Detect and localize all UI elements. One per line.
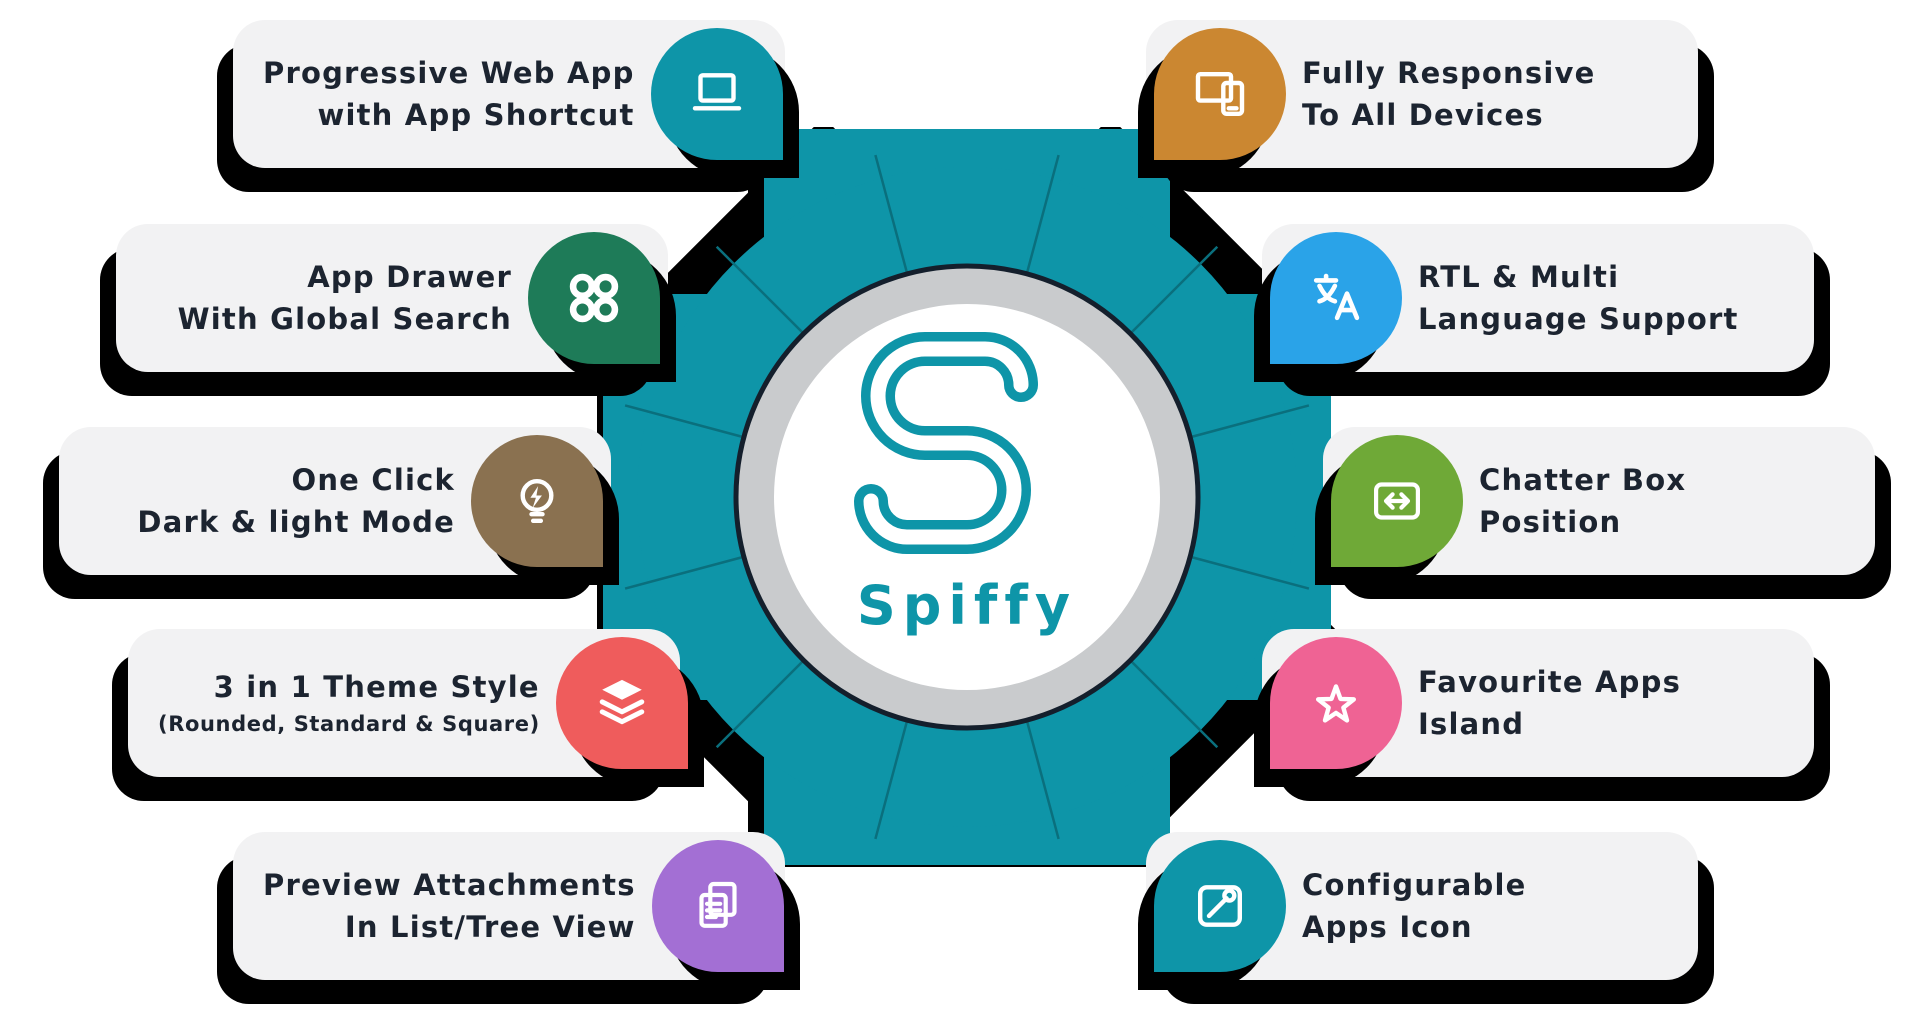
feature-card-progressive-web-app: Progressive Web App with App Shortcut (233, 20, 785, 168)
laptop-icon (692, 73, 741, 111)
feature-text: Configurable Apps Icon (1286, 867, 1698, 945)
feature-card-fully-responsive: Fully Responsive To All Devices (1146, 20, 1698, 168)
translate-icon (1313, 273, 1360, 321)
feature-line1: Fully Responsive (1302, 56, 1596, 91)
feature-line1: Configurable (1302, 868, 1527, 903)
pwa-leaf-badge (650, 28, 783, 160)
lightbulb-bolt-icon (520, 479, 554, 523)
feature-line2: Island (1418, 706, 1525, 741)
dark-light-leaf-badge (471, 435, 603, 567)
feature-line1: Preview Attachments (263, 868, 636, 903)
hub-graphic: Spiffy (587, 117, 1347, 883)
feature-card-chatter-position: Chatter Box Position (1323, 427, 1875, 575)
feature-card-app-drawer: App Drawer With Global Search (116, 224, 668, 372)
star-icon (1315, 684, 1357, 723)
feature-text: App Drawer With Global Search (116, 259, 528, 337)
responsive-leaf-badge (1154, 28, 1286, 160)
feature-text: Preview Attachments In List/Tree View (233, 867, 652, 945)
chatter-position-icon (1374, 482, 1420, 520)
attachments-leaf-badge (651, 840, 784, 972)
feature-line2: Position (1479, 504, 1622, 539)
favourite-leaf-badge (1270, 637, 1402, 769)
feature-line2: With Global Search (177, 301, 512, 336)
feature-line2: In List/Tree View (344, 909, 636, 944)
feature-text: RTL & Multi Language Support (1402, 259, 1814, 337)
feature-text: One Click Dark & light Mode (59, 462, 471, 540)
chatter-leaf-badge (1331, 435, 1463, 567)
feature-line1: Favourite Apps (1418, 665, 1682, 700)
feature-line1: One Click (291, 463, 455, 498)
feature-line2: To All Devices (1302, 97, 1544, 132)
feature-line2: Language Support (1418, 301, 1739, 336)
feature-line2: with App Shortcut (317, 97, 635, 132)
configurable-apps-icon (1198, 885, 1242, 927)
feature-card-favourite-apps: Favourite Apps Island (1262, 629, 1814, 777)
feature-card-rtl-language: RTL & Multi Language Support (1262, 224, 1814, 372)
feature-text: Favourite Apps Island (1402, 664, 1814, 742)
documents-icon (699, 881, 737, 928)
feature-text: Fully Responsive To All Devices (1286, 55, 1698, 133)
feature-line2: Apps Icon (1302, 909, 1473, 944)
feature-line1: Progressive Web App (263, 56, 635, 91)
app-drawer-leaf-badge (528, 232, 660, 364)
feature-card-dark-light-mode: One Click Dark & light Mode (59, 427, 611, 575)
feature-line1: Chatter Box (1479, 463, 1687, 498)
feature-card-configurable-apps-icon: Configurable Apps Icon (1146, 832, 1698, 980)
configurable-leaf-badge (1154, 840, 1286, 972)
theme-style-leaf-badge (555, 637, 688, 769)
feature-line1: App Drawer (307, 260, 512, 295)
layers-icon (599, 679, 645, 725)
language-leaf-badge (1270, 232, 1402, 364)
feature-line2: (Rounded, Standard & Square) (158, 711, 540, 736)
spiffy-hub: Spiffy (587, 117, 1347, 883)
brand-name: Spiffy (857, 574, 1077, 637)
feature-card-theme-style: 3 in 1 Theme Style (Rounded, Standard & … (128, 629, 688, 777)
feature-text: Progressive Web App with App Shortcut (233, 55, 651, 133)
devices-icon (1195, 72, 1245, 116)
feature-line1: 3 in 1 Theme Style (213, 670, 540, 705)
feature-text: Chatter Box Position (1463, 462, 1875, 540)
spiffy-logo-inner-stroke (863, 341, 1029, 545)
app-drawer-icon (569, 273, 619, 323)
feature-line1: RTL & Multi (1418, 260, 1620, 295)
hub-spokes (624, 154, 1310, 840)
feature-text: 3 in 1 Theme Style (Rounded, Standard & … (128, 669, 556, 737)
feature-line2: Dark & light Mode (137, 504, 455, 539)
feature-card-preview-attachments: Preview Attachments In List/Tree View (233, 832, 785, 980)
